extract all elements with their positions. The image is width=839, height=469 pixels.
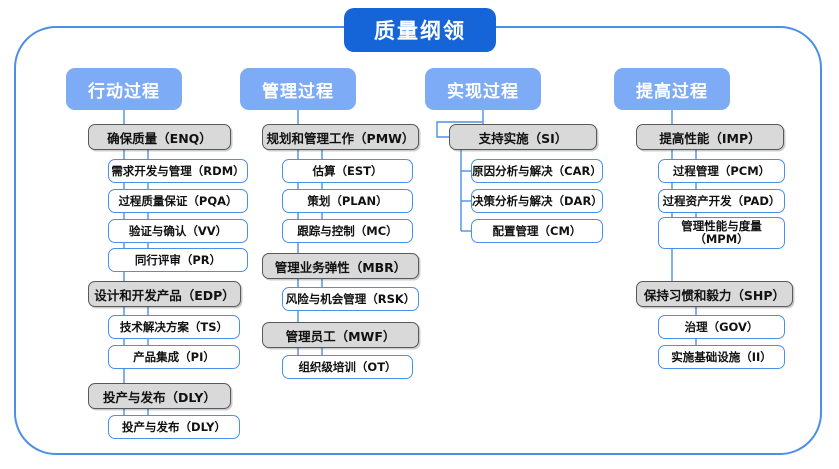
child-node-ii[interactable]: 实施基础设施（II） [658,345,785,369]
child-node-est[interactable]: 估算（EST） [282,159,413,183]
child-node-mc[interactable]: 跟踪与控制（MC） [282,219,413,243]
child-node-mpm[interactable]: 管理性能与度量（MPM） [658,217,785,249]
child-node-rsk[interactable]: 风险与机会管理（RSK） [282,287,419,311]
child-node-pcm[interactable]: 过程管理（PCM） [658,159,785,183]
child-node-rdm[interactable]: 需求开发与管理（RDM） [108,159,248,183]
child-node-plan[interactable]: 策划（PLAN） [282,189,413,213]
child-node-vv[interactable]: 验证与确认（VV） [108,219,248,243]
parent-node-enq[interactable]: 确保质量（ENQ） [88,124,231,150]
child-node-pad[interactable]: 过程资产开发（PAD） [658,189,785,213]
child-node-pi[interactable]: 产品集成（PI） [108,345,240,369]
parent-node-mwf[interactable]: 管理员工（MWF） [262,322,419,348]
child-node-gov[interactable]: 治理（GOV） [658,315,785,339]
child-node-ot[interactable]: 组织级培训（OT） [282,355,413,379]
parent-node-imp[interactable]: 提高性能（IMP） [636,124,784,150]
child-node-car[interactable]: 原因分析与解决（CAR） [471,159,603,183]
parent-node-pmw[interactable]: 规划和管理工作（PMW） [262,124,419,150]
parent-node-edp[interactable]: 设计和开发产品（EDP） [88,281,241,307]
parent-node-shp[interactable]: 保持习惯和毅力（SHP） [636,281,793,307]
child-node-dly[interactable]: 投产与发布（DLY） [108,415,240,439]
child-node-dar[interactable]: 决策分析与解决（DAR） [471,189,603,213]
column-header-1[interactable]: 行动过程 [66,68,182,110]
column-header-2[interactable]: 管理过程 [240,68,356,110]
column-header-4[interactable]: 提高过程 [614,68,730,110]
child-node-pqa[interactable]: 过程质量保证（PQA） [108,189,248,213]
parent-node-si[interactable]: 支持实施（SI） [449,124,597,150]
parent-node-mbr[interactable]: 管理业务弹性（MBR） [262,253,419,279]
child-node-ts[interactable]: 技术解决方案（TS） [108,315,240,339]
column-header-3[interactable]: 实现过程 [425,68,541,110]
root-title: 质量纲领 [344,8,496,52]
parent-node-dly[interactable]: 投产与发布（DLY） [88,383,231,409]
child-node-cm[interactable]: 配置管理（CM） [471,219,603,243]
child-node-pr[interactable]: 同行评审（PR） [108,248,248,272]
